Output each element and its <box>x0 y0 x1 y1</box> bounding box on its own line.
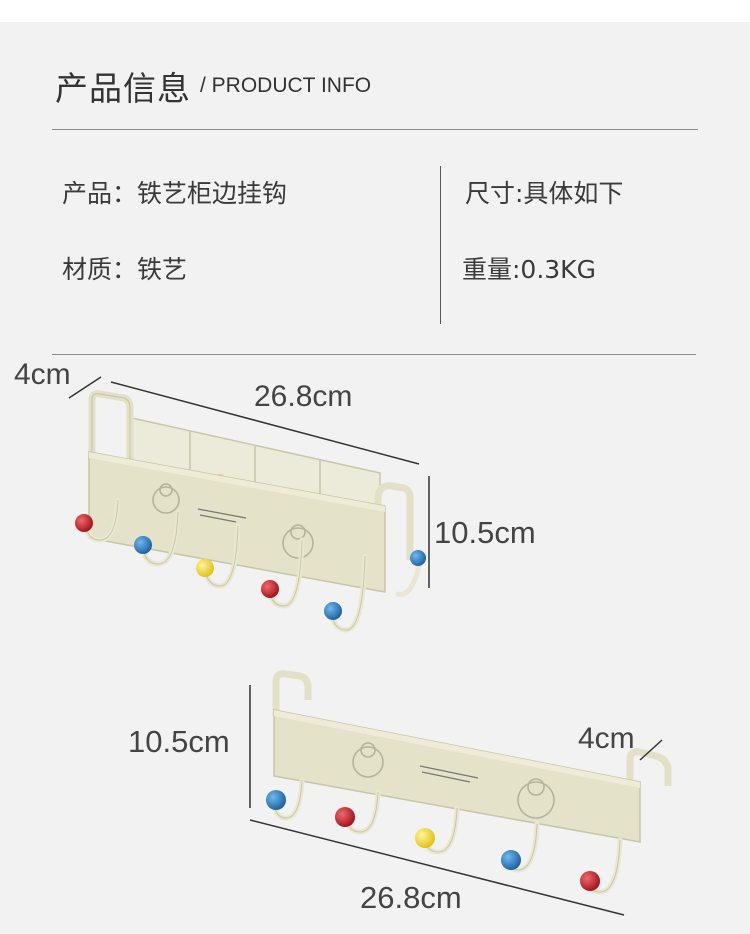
section-title-en: / PRODUCT INFO <box>200 74 372 97</box>
material-text: 材质：铁艺 <box>62 255 188 284</box>
info-column-divider <box>440 166 441 324</box>
hanger-top-view <box>68 376 430 633</box>
top-height-label: 10.5cm <box>434 515 536 550</box>
product-name-text: 产品：铁艺柜边挂钩 <box>62 179 288 208</box>
title-divider <box>52 129 698 130</box>
weight-text: 重量:0.3KG <box>462 255 596 284</box>
top-width-label: 26.8cm <box>254 380 353 413</box>
info-divider <box>52 354 696 355</box>
size-text: 尺寸:具体如下 <box>465 179 624 208</box>
hanger-front-view <box>249 670 672 916</box>
top-depth-label: 4cm <box>14 358 71 391</box>
bottom-depth-label: 4cm <box>578 722 635 755</box>
bottom-width-label: 26.8cm <box>360 880 462 915</box>
bottom-height-label: 10.5cm <box>128 724 230 759</box>
section-title-cn: 产品信息 <box>55 69 191 108</box>
